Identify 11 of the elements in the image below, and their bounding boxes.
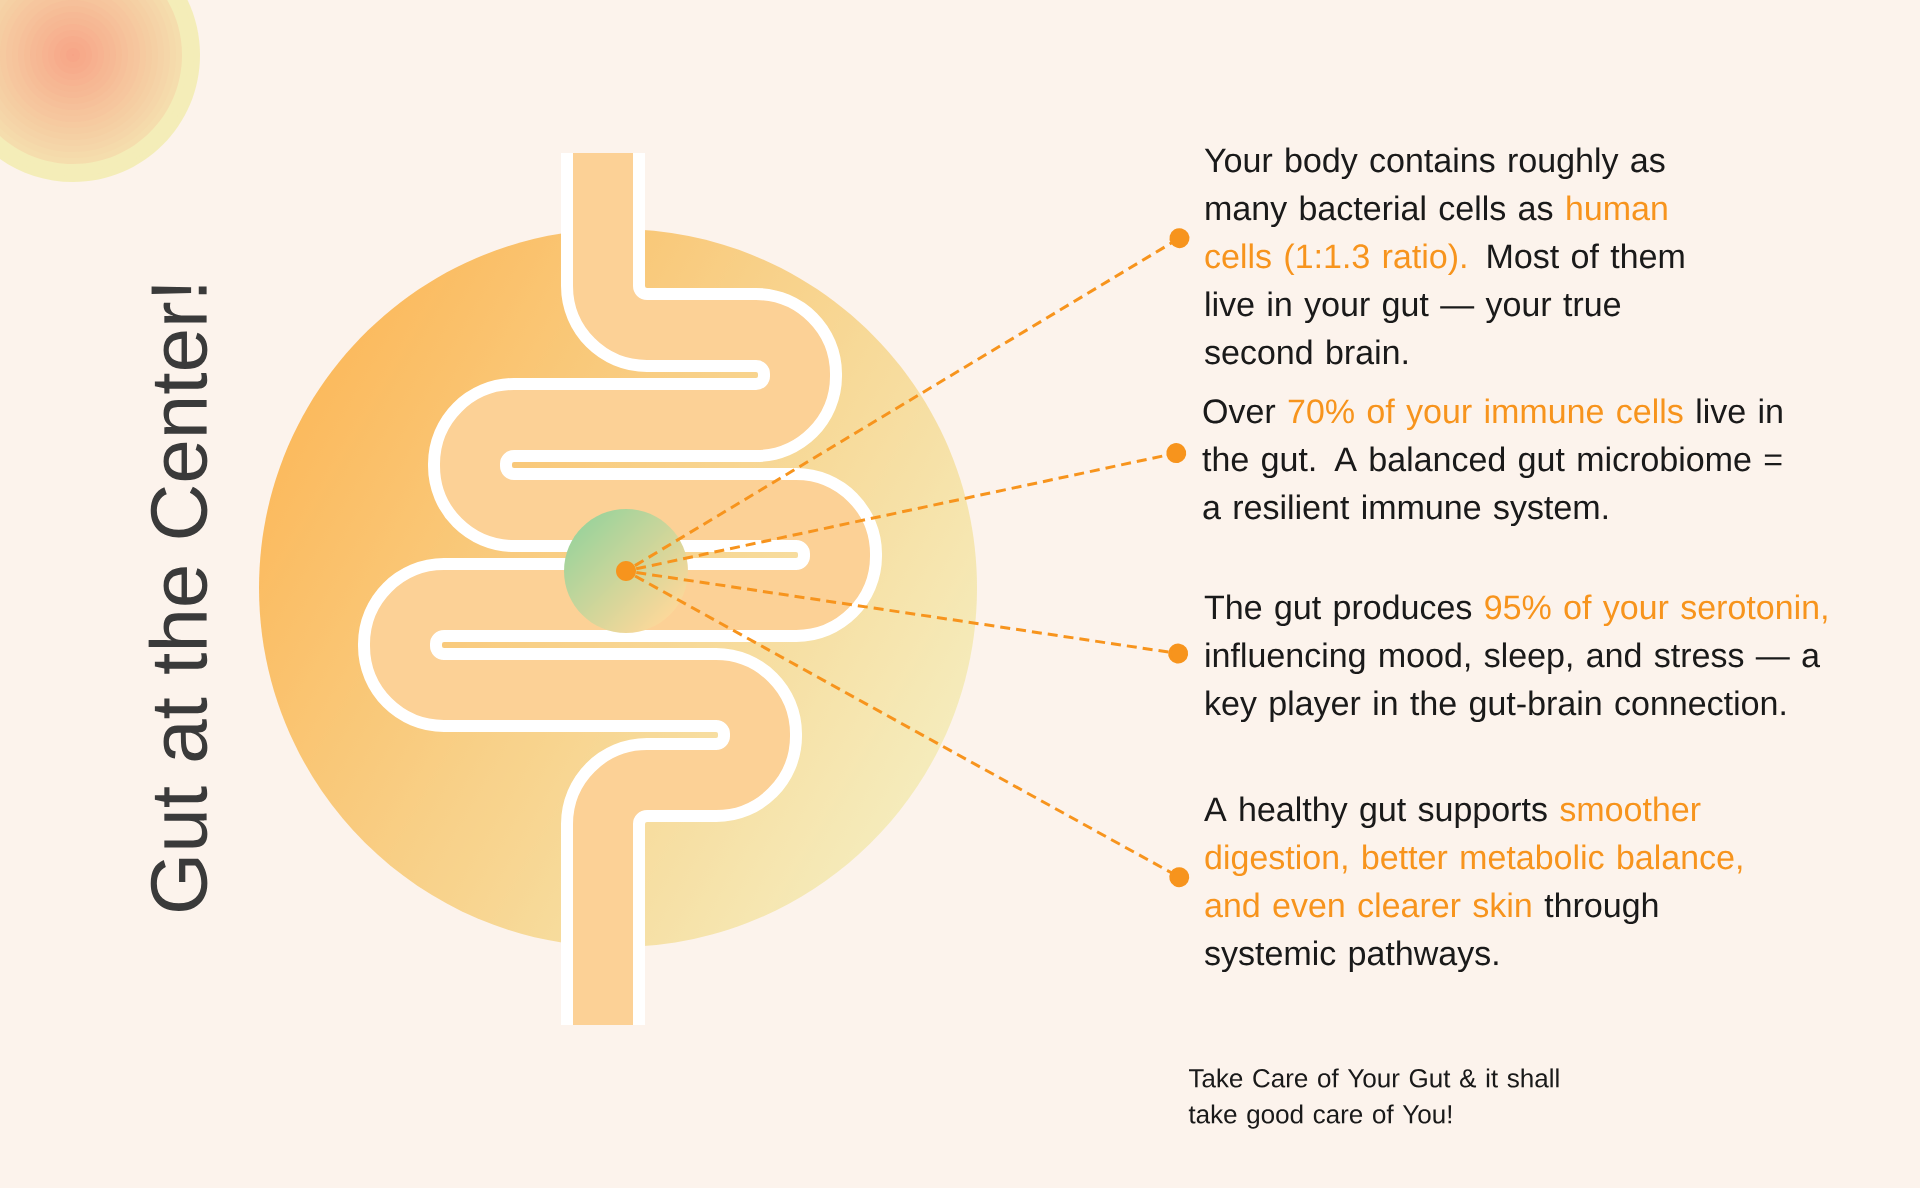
dashed-connector bbox=[634, 228, 1190, 567]
fact-text: Your body contains roughly as many bacterial cells as human cells (1:1.3 ratio). Most of them live in your gut — your true second brain. bbox=[1204, 147, 1684, 365]
dashed-connector bbox=[634, 574, 1190, 888]
center-dot bbox=[616, 561, 636, 581]
fact-text: The gut produces 95% of your serotonin, influencing mood, sleep, and stress — a key player in the gut-brain connection. bbox=[1204, 594, 1827, 723]
fact-text: A healthy gut supports smoother digestion, better metabolic balance, and even clearer skin through systemic pathways. bbox=[1204, 796, 1742, 973]
fact-text: Over 70% of your immune cells live in the gut. A balanced gut microbiome = a resilient immune system. bbox=[1202, 398, 1782, 527]
footer-note: Take Care of Your Gut & it shall take good care of You! bbox=[1188, 1068, 1559, 1129]
dashed-connector bbox=[635, 443, 1187, 571]
title: Gut at the Center! bbox=[148, 286, 208, 911]
dashed-connector bbox=[636, 571, 1189, 664]
